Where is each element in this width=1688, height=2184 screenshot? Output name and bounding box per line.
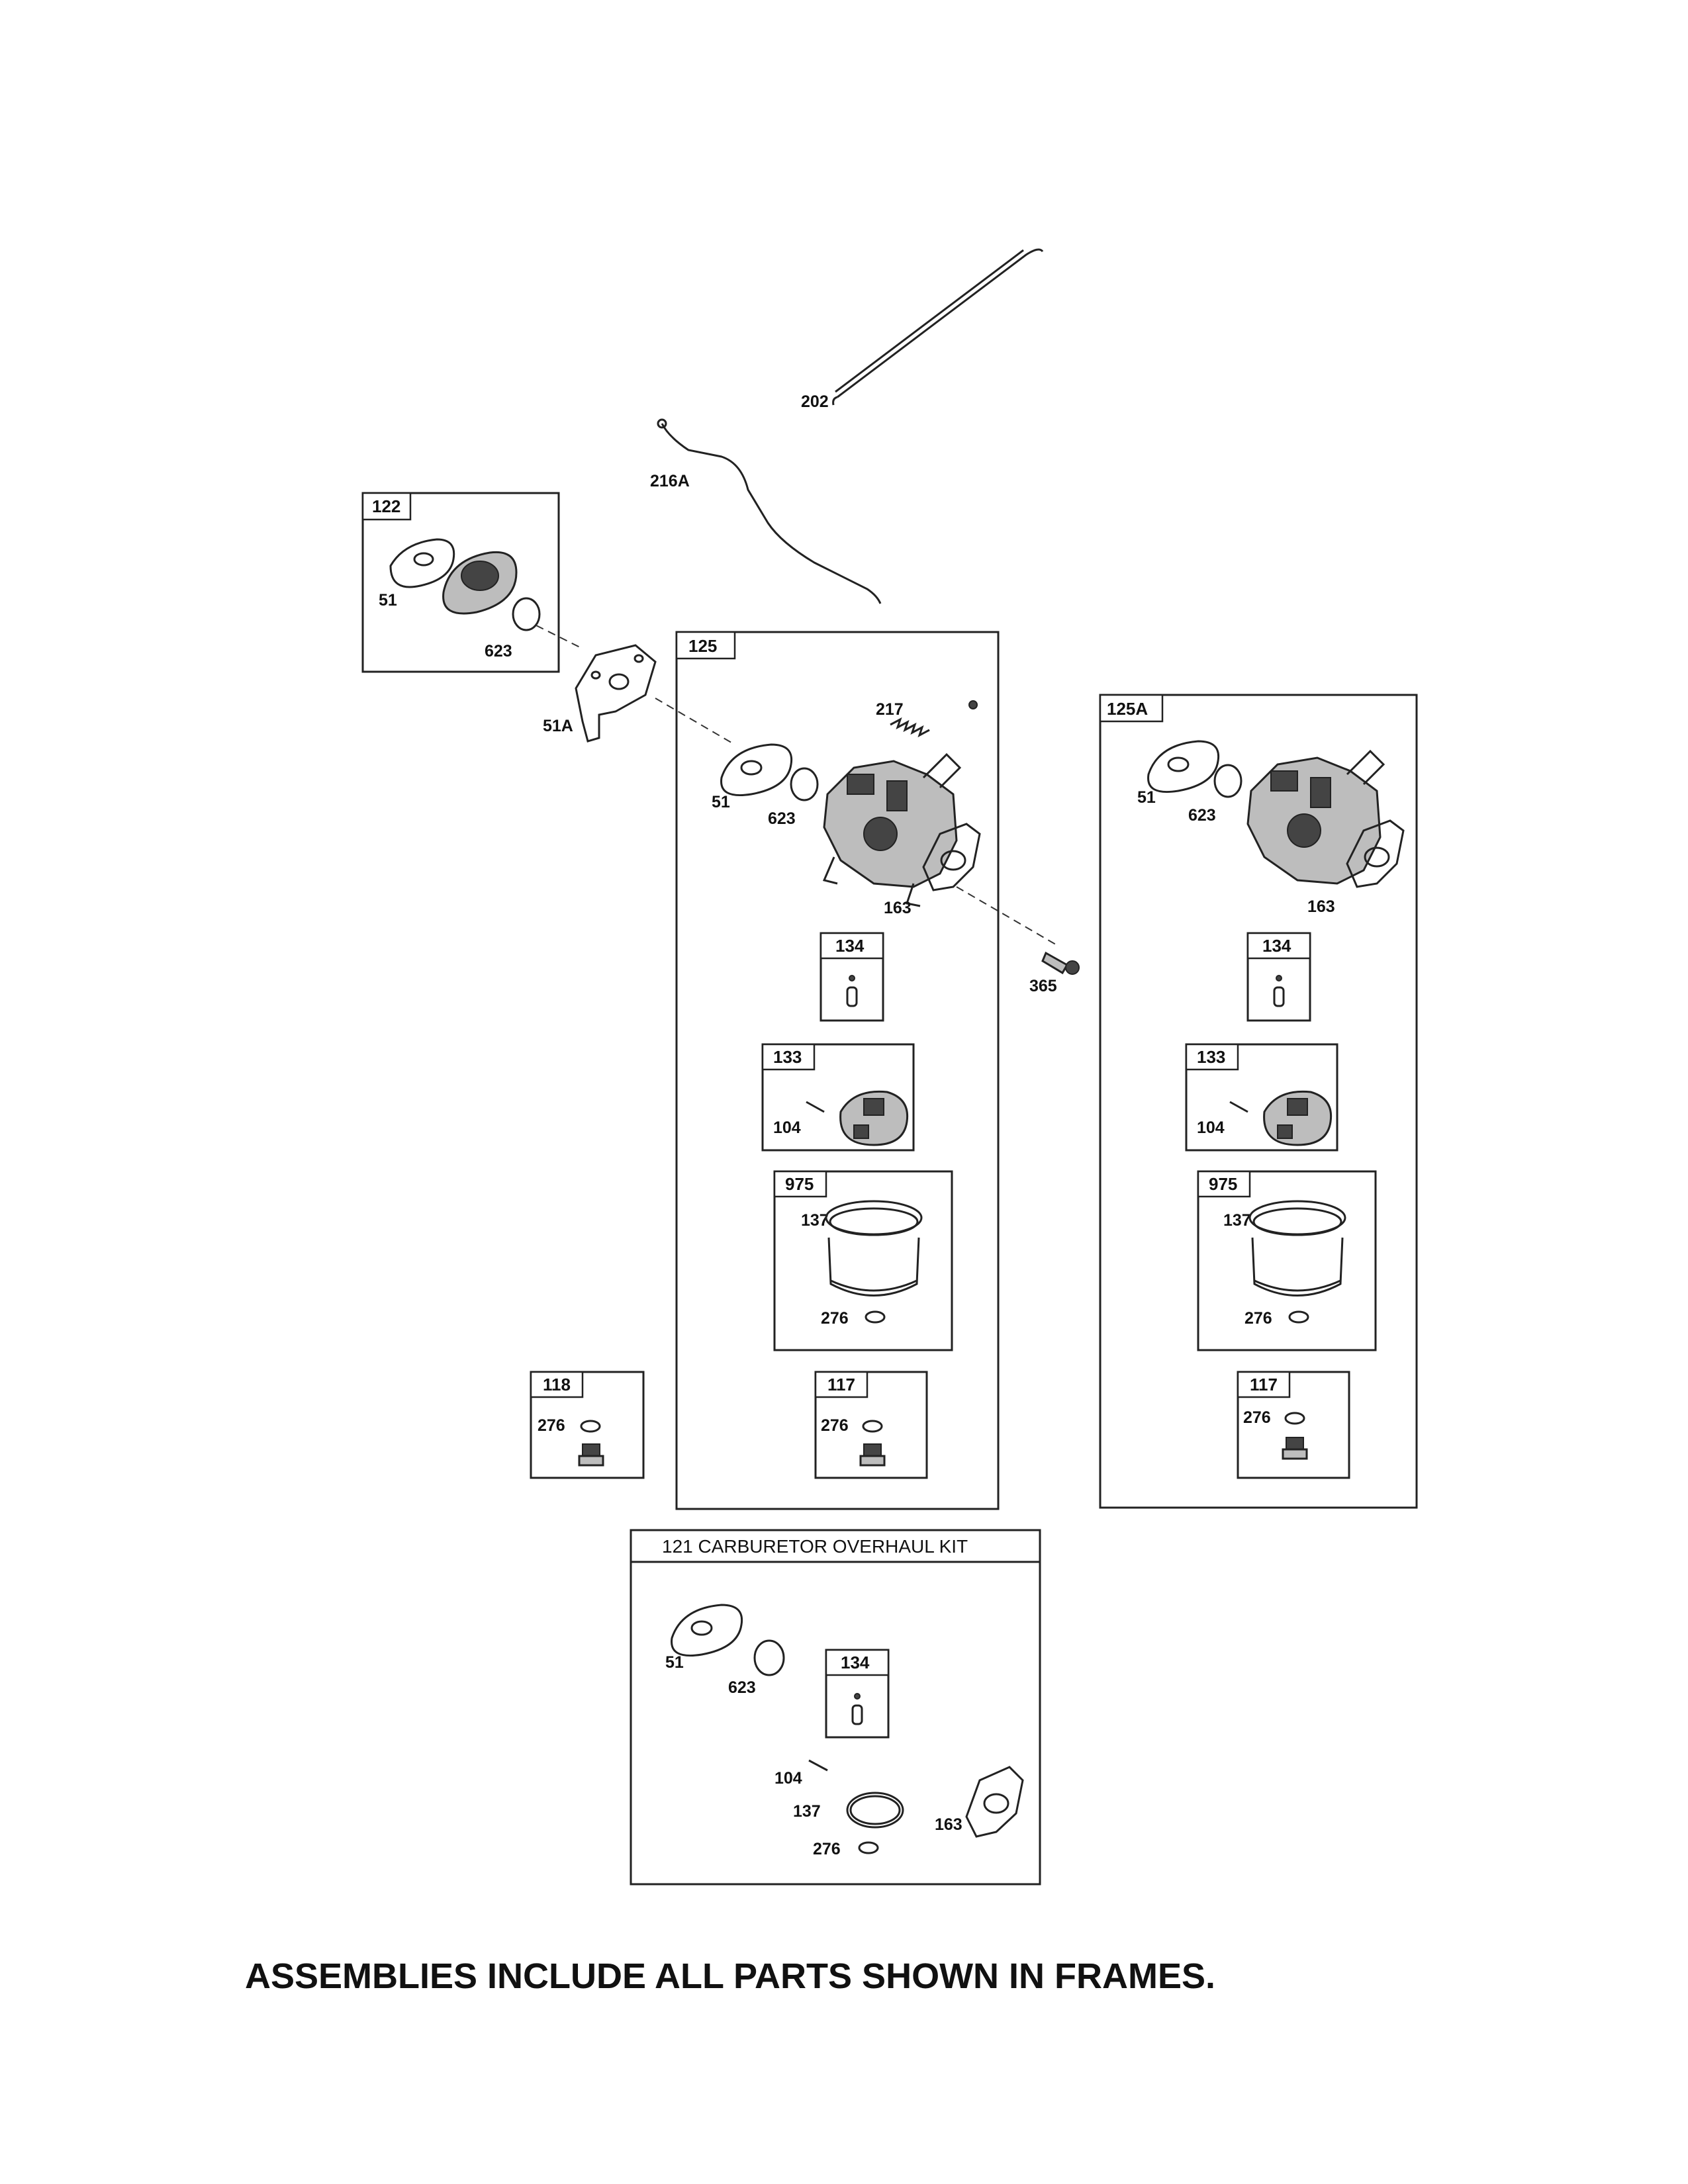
carburetor-body [822, 752, 962, 907]
frame-121-overhaul-kit: 121 CARBURETOR OVERHAUL KIT 51 623 134 1… [630, 1529, 1041, 1886]
label-202: 202 [801, 392, 829, 411]
carburetor-body-125a [1246, 749, 1385, 885]
label-216a: 216A [650, 472, 690, 490]
frame-tag-125a: 125A [1107, 699, 1148, 719]
part-216a-governor-link: 216A [650, 418, 882, 604]
frame-tag-118: 118 [543, 1375, 571, 1394]
label-125-51: 51 [712, 793, 730, 811]
label-125a-276a: 276 [1244, 1309, 1272, 1328]
kit-title: 121 CARBURETOR OVERHAUL KIT [662, 1536, 968, 1557]
gasket-51 [389, 538, 455, 588]
label-kit-137: 137 [793, 1802, 821, 1821]
label-kit-623: 623 [728, 1678, 756, 1697]
frame-tag-125a-975: 975 [1209, 1174, 1237, 1194]
label-122-623: 623 [485, 642, 512, 660]
label-kit-51: 51 [665, 1653, 684, 1672]
frame-tag-125-134: 134 [835, 936, 865, 956]
frame-118-bowl-nut: 118 276 [530, 1371, 645, 1479]
assemblies-footnote: ASSEMBLIES INCLUDE ALL PARTS SHOWN IN FR… [245, 1956, 1216, 1996]
label-125a-104: 104 [1197, 1118, 1225, 1137]
frame-125a-carburetor-assembly: 125A 51 623 163 134 133 104 975 [1099, 694, 1418, 1509]
part-202-link-rod: 202 [801, 248, 1044, 411]
label-125-163: 163 [884, 899, 912, 917]
frame-tag-125a-117: 117 [1250, 1375, 1278, 1394]
frame-tag-kit-134: 134 [841, 1653, 870, 1672]
label-51a: 51A [543, 717, 573, 735]
label-125-217: 217 [876, 700, 904, 719]
label-125-137: 137 [801, 1211, 829, 1230]
label-125-104: 104 [773, 1118, 801, 1137]
label-125a-623: 623 [1188, 806, 1216, 825]
label-kit-104: 104 [774, 1769, 802, 1788]
label-125-276a: 276 [821, 1309, 849, 1328]
part-365-bolt: 365 [1029, 951, 1080, 995]
frame-tag-125-133: 133 [773, 1047, 802, 1067]
frame-tag-125a-133: 133 [1197, 1047, 1225, 1067]
label-125a-163: 163 [1307, 897, 1335, 916]
frame-122-intake-assembly: 122 51 623 [361, 492, 583, 673]
frame-tag-125: 125 [688, 636, 717, 656]
label-kit-276: 276 [813, 1840, 841, 1858]
frame-125-carburetor-assembly: 125 217 51 623 163 134 [675, 631, 1060, 1510]
label-kit-163: 163 [935, 1815, 962, 1834]
o-ring-623 [512, 597, 541, 631]
label-118-276: 276 [538, 1416, 565, 1435]
label-365: 365 [1029, 977, 1057, 995]
frame-tag-125-117: 117 [827, 1375, 855, 1394]
label-125-276b: 276 [821, 1416, 849, 1435]
label-125a-276b: 276 [1243, 1408, 1271, 1427]
label-125-623: 623 [768, 809, 796, 828]
label-125a-137: 137 [1223, 1211, 1251, 1230]
frame-tag-122: 122 [372, 496, 400, 516]
frame-tag-125a-134: 134 [1262, 936, 1291, 956]
label-125a-51: 51 [1137, 788, 1156, 807]
part-51a-gasket: 51A [543, 644, 735, 745]
label-122-51: 51 [379, 591, 397, 610]
frame-tag-125-975: 975 [785, 1174, 814, 1194]
